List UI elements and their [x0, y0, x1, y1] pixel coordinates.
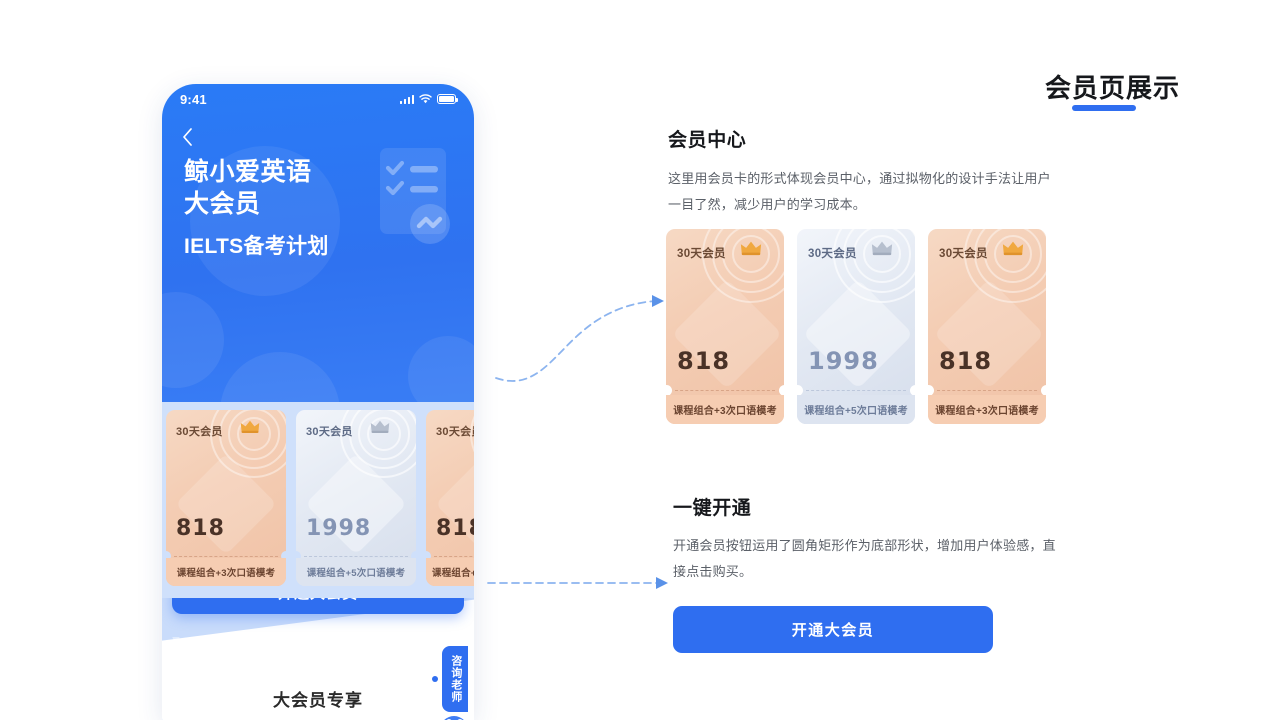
phone-member-card[interactable]: 30天会员 818 课程组合+3次口语模考	[166, 410, 286, 586]
consult-dot-decor	[432, 676, 438, 682]
member-card[interactable]: 30天会员 1998 课程组合+5次口语模考	[797, 229, 915, 424]
crown-gold-icon	[740, 240, 762, 261]
card-price: 818	[939, 347, 993, 375]
curved-arrow-to-cards	[495, 295, 664, 382]
card-features: 课程组合+5次口语模考	[797, 395, 915, 424]
card-separator	[806, 390, 906, 391]
member-card[interactable]: 30天会员 818 课程组合+3次口语模考	[666, 229, 784, 424]
notch-decor	[778, 384, 784, 396]
phone-hero: 9:41	[162, 84, 474, 414]
arc-decor	[200, 410, 286, 488]
notch-decor	[296, 551, 301, 561]
arc-decor	[692, 229, 784, 313]
card-features: 课程组合+3次口语模考	[666, 395, 784, 424]
card-duration-label: 30天会员	[939, 248, 988, 260]
back-button[interactable]	[176, 126, 198, 148]
battery-icon	[437, 94, 458, 104]
card-price: 818	[677, 347, 731, 375]
hero-checklist-decor	[374, 146, 458, 286]
card-separator	[304, 556, 408, 557]
card-features: 课程组合+3次口语模考	[928, 395, 1046, 424]
hero-title: 鲸小爱英语 大会员	[184, 158, 312, 218]
card-separator	[937, 390, 1037, 391]
subscribe-button[interactable]: 开通大会员	[673, 606, 993, 653]
crown-silver-icon	[370, 419, 390, 439]
phone-member-card[interactable]: 30天会员 1998 课程组合+5次口语模考	[296, 410, 416, 586]
member-card[interactable]: 30天会员 818 课程组合+3次口语模考	[928, 229, 1046, 424]
card-separator	[174, 556, 278, 557]
arc-decor	[823, 229, 915, 313]
notch-decor	[166, 551, 171, 561]
card-price: 818	[176, 516, 225, 541]
section-body-one-click: 开通会员按钮运用了圆角矩形作为底部形状，增加用户体验感，直 接点击购买。	[673, 538, 1056, 579]
card-features: 课程组合+3次口语模考	[166, 558, 286, 586]
card-duration-label: 30天会员	[306, 426, 353, 438]
phone-mockup: 9:41	[162, 84, 474, 720]
notch-decor	[666, 384, 672, 396]
status-bar-time: 9:41	[180, 91, 207, 107]
chevron-left-icon	[182, 128, 192, 146]
notch-decor	[411, 551, 416, 561]
arc-decor	[330, 410, 416, 488]
status-bar-icons	[399, 94, 458, 104]
section-heading-one-click: 一键开通	[673, 498, 752, 519]
notch-decor	[1040, 384, 1046, 396]
card-price: 1998	[306, 516, 372, 541]
status-bar: 9:41	[162, 84, 474, 114]
phone-lower-section: VIP 开通大会员 咨询老师	[162, 598, 474, 720]
card-duration-label: 30天会员	[677, 248, 726, 260]
section-heading-member-center: 会员中心	[668, 130, 747, 151]
title-underline-rule	[1072, 105, 1136, 111]
arc-decor	[954, 229, 1046, 313]
notch-decor	[426, 551, 431, 561]
phone-footer-label: 大会员专享	[273, 691, 363, 710]
phone-member-card[interactable]: 30天会员 818 课程组合+3次口语模考	[426, 410, 474, 586]
wifi-icon	[419, 94, 432, 104]
arc-decor	[460, 410, 474, 488]
consult-teacher-tab[interactable]: 咨询老师	[442, 646, 468, 712]
card-duration-label: 30天会员	[436, 426, 474, 438]
notch-decor	[909, 384, 915, 396]
card-duration-label: 30天会员	[176, 426, 223, 438]
crown-gold-icon	[1002, 240, 1024, 261]
signal-icon	[399, 94, 414, 104]
notch-decor	[281, 551, 286, 561]
straight-arrow-to-button	[487, 577, 668, 589]
card-duration-label: 30天会员	[808, 248, 857, 260]
notch-decor	[928, 384, 934, 396]
card-separator	[434, 556, 474, 557]
hero-blob-decor	[190, 146, 340, 296]
phone-card-carousel[interactable]: 30天会员 818 课程组合+3次口语模考	[162, 402, 474, 598]
phone-subscribe-button[interactable]: 开通大会员	[172, 598, 464, 614]
notch-decor	[797, 384, 803, 396]
hero-subtitle: IELTS备考计划	[184, 235, 329, 258]
section-body-member-center: 这里用会员卡的形式体现会员中心，通过拟物化的设计手法让用户 一目了然，减少用户的…	[668, 171, 1051, 212]
card-price: 818	[436, 516, 474, 541]
mascot-avatar[interactable]	[440, 716, 468, 720]
hero-blob-decor	[408, 336, 474, 414]
card-price: 1998	[808, 347, 879, 375]
page-title: 会员页展示	[1044, 73, 1180, 103]
crown-silver-icon	[871, 240, 893, 261]
crown-gold-icon	[240, 419, 260, 439]
card-features: 课程组合+3次口语模考	[426, 558, 474, 586]
card-separator	[675, 390, 775, 391]
card-features: 课程组合+5次口语模考	[296, 558, 416, 586]
hero-blob-decor	[162, 292, 224, 388]
